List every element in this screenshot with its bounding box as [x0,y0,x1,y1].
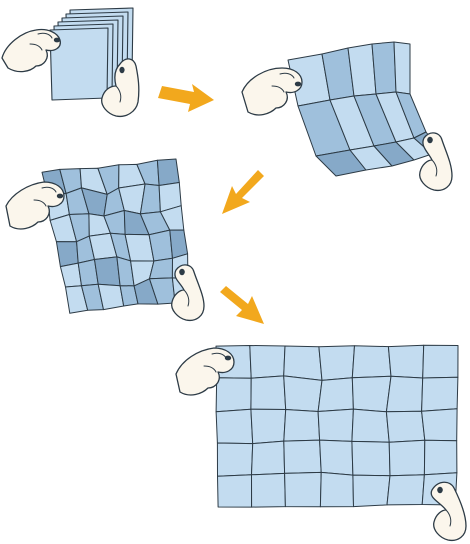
grid-panel [422,409,458,441]
grid-panel [252,441,285,475]
grid-panel [386,376,422,412]
grid-panel [56,242,78,267]
grid-panel [217,443,252,476]
grid-panel [252,473,286,507]
left-hand-step2 [242,68,302,115]
grid-panel [251,376,286,410]
grid-panel [318,378,353,412]
grid-panel [386,411,424,442]
step-fully-open [176,345,466,540]
grid-panel [149,230,172,261]
accordion-paper [288,42,440,176]
grid-panel [216,378,251,412]
grid-panel [352,376,391,412]
grid-panel [284,346,322,380]
step-arrow-3 [220,286,264,324]
grid-panel [157,159,179,186]
grid-panel [170,230,188,258]
grid-panel [353,475,390,507]
grid-panel [284,410,320,442]
grid-panel [284,440,321,473]
grid-panel [387,475,424,505]
step-arrow-2 [222,170,264,214]
grid-panel [218,475,252,507]
grid-panel [320,440,353,475]
step-first-unfold [242,42,452,190]
grid-panel [352,441,390,475]
grid-panel [284,376,322,412]
grid-panel [423,345,458,378]
grid-panel [251,409,286,443]
step-second-unfold [6,159,204,320]
right-hand-step4 [431,482,466,540]
creased-paper [42,159,191,313]
accordion-panel [394,42,410,94]
grid-panel [352,409,389,442]
grid-panel [352,346,391,378]
accordion-panel [372,42,396,94]
grid-panel [95,257,121,286]
grid-panel [285,472,322,506]
grid-panel [318,409,353,441]
grid-panel [422,377,458,411]
grid-panel [250,346,285,379]
grid-panel [388,345,423,378]
step-arrow-1 [158,84,214,112]
open-paper [216,345,458,507]
step-folded-stack [2,8,139,116]
grid-panel [320,472,353,506]
grid-panel [319,346,355,381]
right-hand-step2 [420,133,452,190]
grid-panel [389,440,425,475]
grid-panel [216,409,253,443]
grid-panel [424,440,457,474]
